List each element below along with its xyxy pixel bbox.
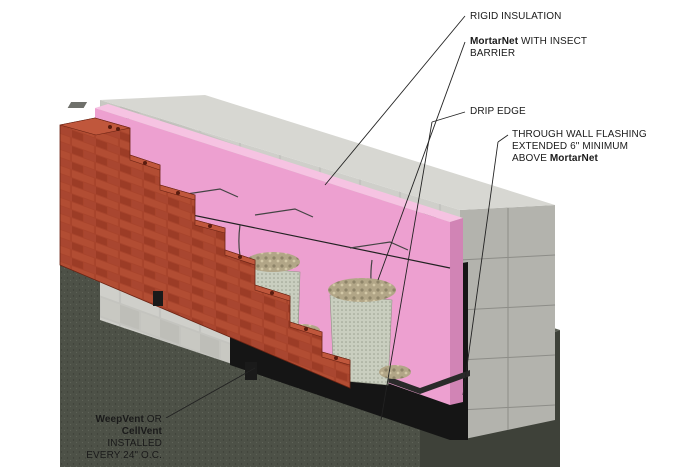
flashing-label-line2: EXTENDED 6" MINIMUM <box>512 141 629 152</box>
mortarnet-brand: MortarNet <box>470 36 519 47</box>
flashing-label-line1: THROUGH WALL FLASHING <box>512 129 647 140</box>
weep-vent-icon <box>153 291 163 306</box>
weepvent-label-line3: INSTALLED <box>107 438 162 449</box>
callout-mortarnet: MortarNet WITH INSECT BARRIER <box>470 36 587 60</box>
mortarnet-label-line2: BARRIER <box>470 48 516 59</box>
cellvent-brand: CellVent <box>121 426 162 437</box>
callout-weepvent: WeepVent OR CellVent INSTALLED EVERY 24"… <box>62 414 162 462</box>
leader-drip-edge <box>380 121 433 421</box>
rigid-insulation-label: RIGID INSULATION <box>470 11 562 22</box>
callout-drip-edge: DRIP EDGE <box>470 106 526 118</box>
callout-leaders <box>165 15 509 421</box>
callout-rigid-insulation: RIGID INSULATION <box>470 11 561 23</box>
weepvent-label-line4: EVERY 24" O.C. <box>86 450 162 461</box>
leader-rigid-insulation <box>324 15 466 186</box>
drip-edge-label: DRIP EDGE <box>470 106 526 117</box>
weepvent-label-line1: WeepVent OR <box>62 414 162 426</box>
leader-mortarnet <box>377 41 466 281</box>
brick-veneer <box>59 117 351 389</box>
leader-weepvent <box>165 367 256 419</box>
flashing-mortarnet-brand: MortarNet <box>549 153 598 164</box>
mortarnet-desc: WITH INSECT <box>518 36 588 47</box>
weepvent-brand: WeepVent <box>95 414 144 425</box>
weepvent-or: OR <box>143 414 162 425</box>
flashing-above: ABOVE <box>512 153 550 164</box>
leader-flashing <box>462 141 499 396</box>
callout-flashing: THROUGH WALL FLASHING EXTENDED 6" MINIMU… <box>512 129 647 165</box>
flashing-label-line3: ABOVE MortarNet <box>512 153 647 165</box>
weepvent-label-line2: CellVent <box>62 426 162 438</box>
mortarnet-label-line1: MortarNet WITH INSECT <box>470 36 587 48</box>
weep-vent-icon <box>245 362 257 380</box>
